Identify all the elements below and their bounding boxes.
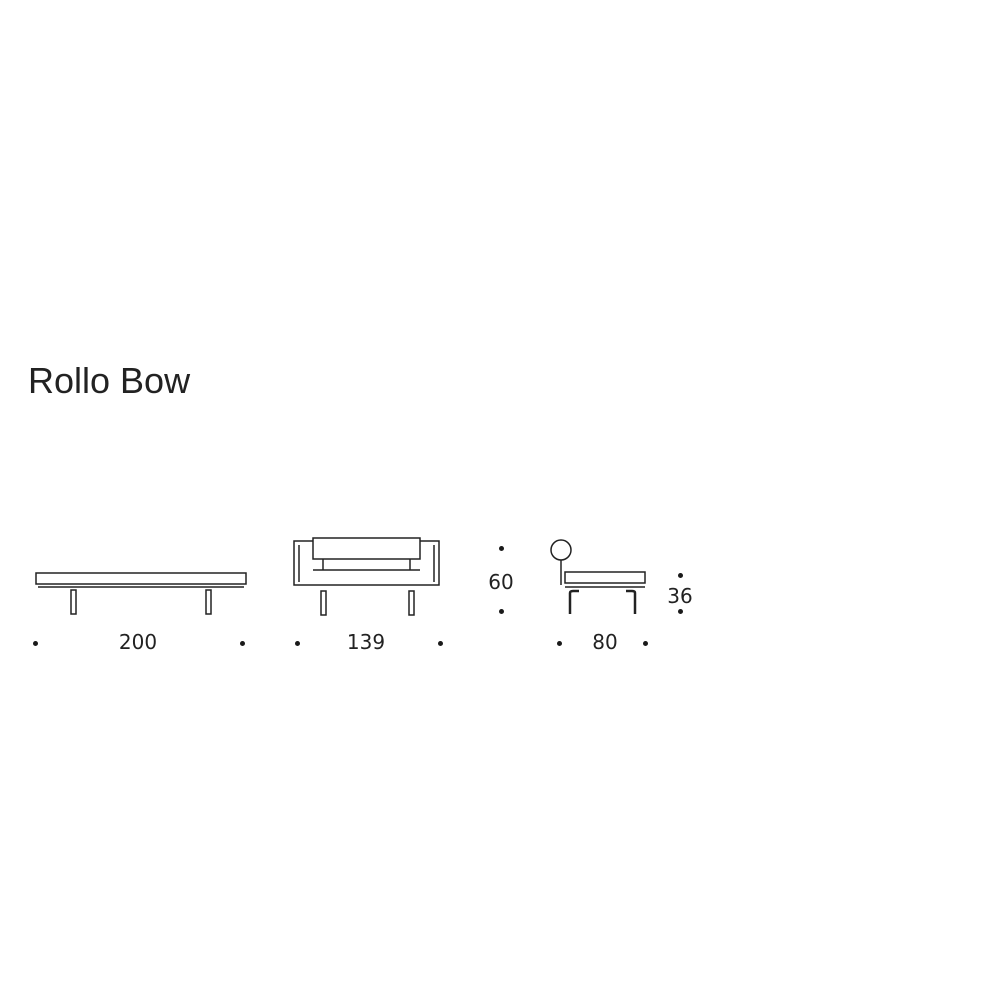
dim-dot	[678, 609, 683, 614]
dimension-seat-height-label: 36	[667, 584, 693, 608]
side-view	[550, 539, 646, 614]
dim-dot	[33, 641, 38, 646]
dim-dot	[295, 641, 300, 646]
dim-dot	[678, 573, 683, 578]
dim-dot	[643, 641, 648, 646]
dimension-height-label: 60	[488, 570, 514, 594]
dimension-depth-open-label: 139	[346, 630, 386, 654]
dim-dot	[557, 641, 562, 646]
dim-dot	[499, 609, 504, 614]
dimension-depth-label: 80	[592, 630, 618, 654]
dimension-length-label: 200	[118, 630, 158, 654]
open-view	[293, 537, 440, 616]
product-title: Rollo Bow	[28, 360, 191, 401]
dim-dot	[438, 641, 443, 646]
dim-dot	[499, 546, 504, 551]
front-view	[35, 572, 247, 615]
dim-dot	[240, 641, 245, 646]
